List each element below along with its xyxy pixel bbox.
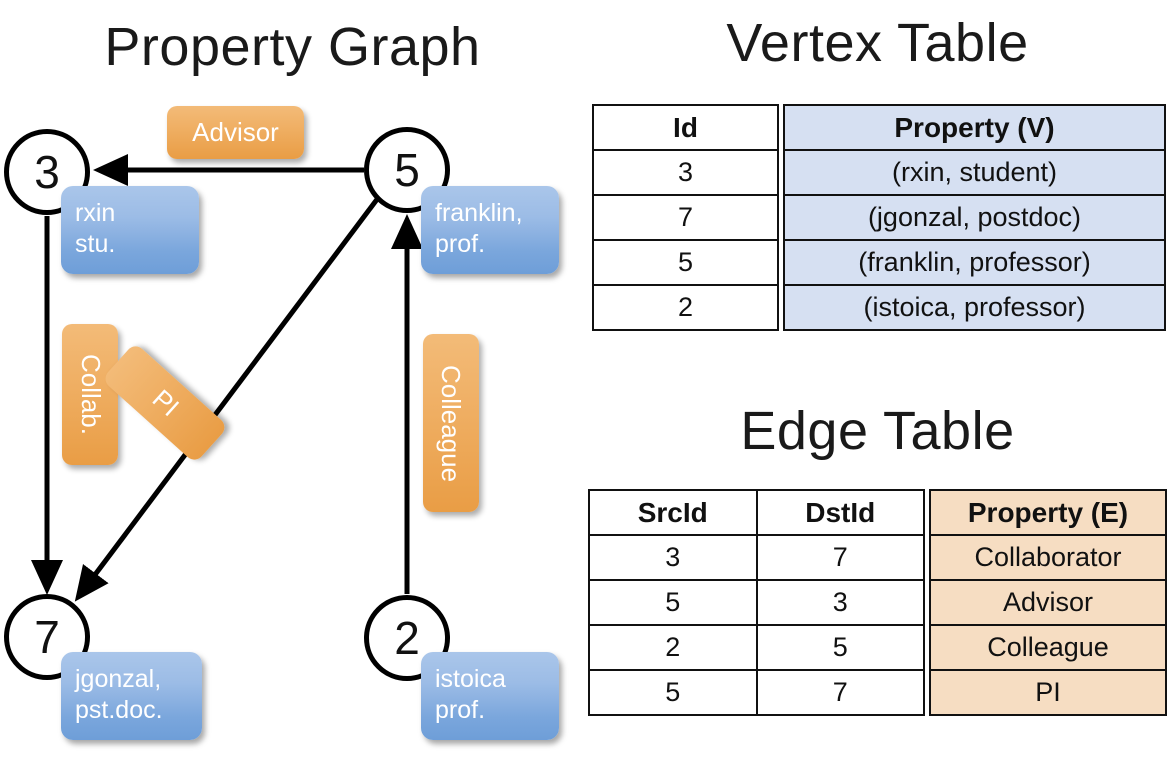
vertex-property-cell: (istoica, professor)	[783, 284, 1166, 331]
edge-property-cell: Collaborator	[929, 534, 1167, 581]
edge-property-cell: PI	[929, 669, 1167, 716]
graph-node-5[interactable]: 5	[364, 127, 450, 213]
table-row: Advisor	[929, 579, 1167, 626]
edge-property-cell: Colleague	[929, 624, 1167, 671]
edge-src-cell: 5	[588, 579, 758, 626]
node-property-line2: pst.doc.	[75, 695, 163, 724]
edge-label-text: Advisor	[192, 117, 279, 147]
edge-dst-cell: 5	[755, 624, 925, 671]
edge-label-colleague: Colleague	[423, 334, 479, 512]
vertex-property-cell: (jgonzal, postdoc)	[783, 194, 1166, 241]
table-row: Colleague	[929, 624, 1167, 671]
node-property-line2: prof.	[435, 229, 486, 258]
edge-dst-cell: 7	[755, 534, 925, 581]
table-row: 5	[592, 239, 779, 286]
node-property-box-5: franklin, prof.	[421, 186, 559, 274]
vertex-table-property-column: Property (V) (rxin, student) (jgonzal, p…	[783, 104, 1166, 331]
vertex-table-id-column: Id 3 7 5 2	[592, 104, 779, 331]
node-property-line1: franklin,	[435, 199, 523, 227]
node-property-box-2: istoica prof.	[421, 652, 559, 740]
node-property-line2: prof.	[435, 695, 486, 724]
edge-5-to-7	[74, 196, 380, 602]
edge-label-text: PI	[146, 383, 185, 423]
edge-label-collab: Collab.	[62, 324, 118, 465]
edge-label-text: Collab.	[75, 354, 106, 435]
vertex-id-cell: 7	[592, 194, 779, 241]
table-row: (istoica, professor)	[783, 284, 1166, 331]
edge-label-advisor: Advisor	[167, 106, 304, 159]
table-row: 3 7	[588, 534, 925, 581]
table-row: PI	[929, 669, 1167, 716]
table-header-row: Property (V)	[783, 104, 1166, 151]
page-title-edge-table: Edge Table	[740, 401, 1015, 461]
vertex-id-cell: 5	[592, 239, 779, 286]
edge-src-cell: 5	[588, 669, 758, 716]
table-row: (franklin, professor)	[783, 239, 1166, 286]
property-graph-diagram: 3 5 7 2 rxin stu. franklin, prof. jgonza…	[4, 106, 559, 740]
node-property-line1: rxin	[75, 199, 116, 227]
table-row: 7	[592, 194, 779, 241]
table-header-row: Property (E)	[929, 489, 1167, 536]
node-property-box-3: rxin stu.	[61, 186, 199, 274]
graph-node-2[interactable]: 2	[364, 595, 450, 681]
edge-table-property-column: Property (E) Collaborator Advisor Collea…	[929, 489, 1167, 716]
column-header-dstid: DstId	[755, 489, 925, 536]
table-header-row: SrcId DstId	[588, 489, 925, 536]
page-title-vertex-table: Vertex Table	[726, 13, 1029, 73]
edge-dst-cell: 3	[755, 579, 925, 626]
column-header-property-e: Property (E)	[929, 489, 1167, 536]
table-row: Collaborator	[929, 534, 1167, 581]
vertex-id-cell: 3	[592, 149, 779, 196]
table-row: 2 5	[588, 624, 925, 671]
edge-dst-cell: 7	[755, 669, 925, 716]
node-property-line1: jgonzal,	[75, 665, 162, 693]
table-row: 2	[592, 284, 779, 331]
table-row: 3	[592, 149, 779, 196]
table-header-row: Id	[592, 104, 779, 151]
column-header-property-v: Property (V)	[783, 104, 1166, 151]
edge-property-cell: Advisor	[929, 579, 1167, 626]
vertex-id-cell: 2	[592, 284, 779, 331]
graph-edges-layer	[31, 154, 423, 602]
table-row: (jgonzal, postdoc)	[783, 194, 1166, 241]
vertex-property-cell: (rxin, student)	[783, 149, 1166, 196]
edge-src-cell: 2	[588, 624, 758, 671]
table-row: 5 3	[588, 579, 925, 626]
column-header-srcid: SrcId	[588, 489, 758, 536]
edge-src-cell: 3	[588, 534, 758, 581]
node-property-line1: istoica	[435, 665, 506, 693]
vertex-property-cell: (franklin, professor)	[783, 239, 1166, 286]
node-property-box-7: jgonzal, pst.doc.	[61, 652, 202, 740]
node-property-line2: stu.	[75, 229, 116, 258]
table-row: (rxin, student)	[783, 149, 1166, 196]
column-header-id: Id	[592, 104, 779, 151]
edge-label-text: Colleague	[436, 364, 467, 482]
edge-table-key-columns: SrcId DstId 3 7 5 3 2 5 5 7	[588, 489, 925, 716]
table-row: 5 7	[588, 669, 925, 716]
page-title-property-graph: Property Graph	[104, 17, 481, 77]
